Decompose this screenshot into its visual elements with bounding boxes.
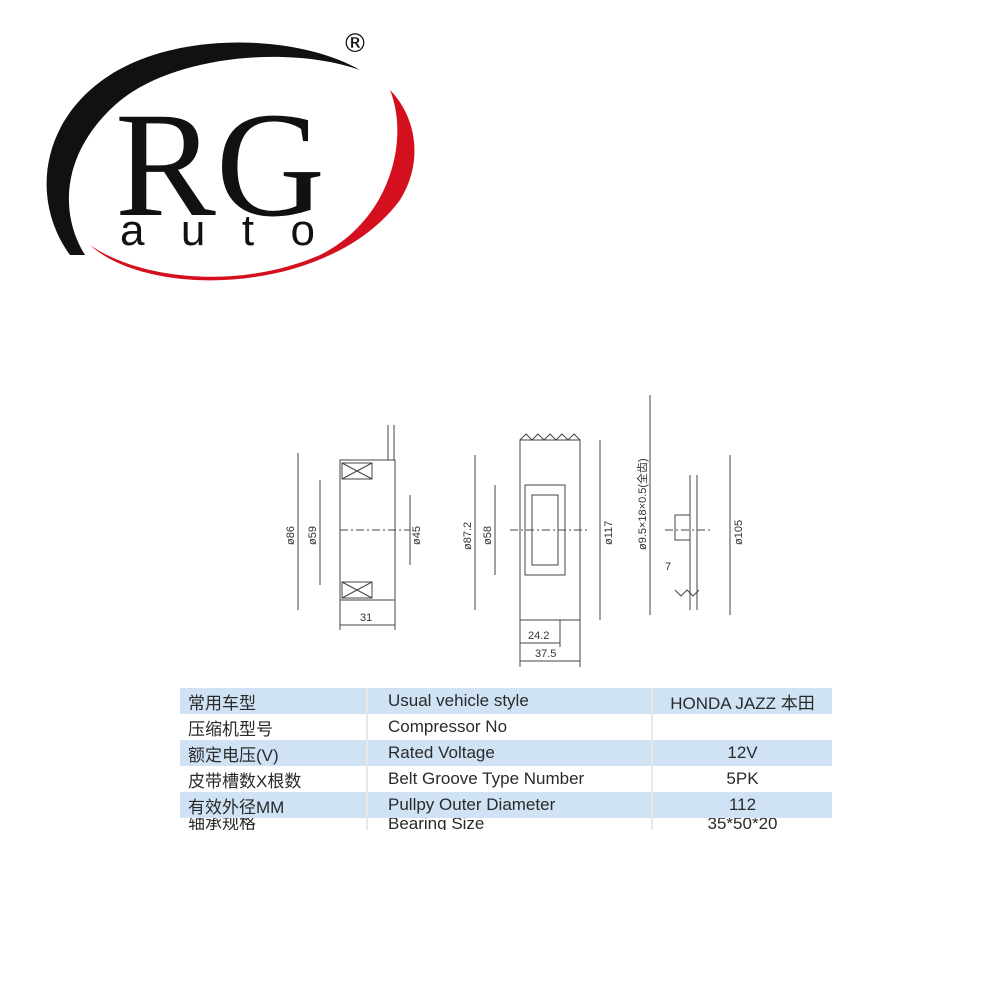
row-label-zh: 轴承规格 [180,818,368,830]
row-label-en: Usual vehicle style [367,688,653,714]
dim-small-7: 7 [665,561,671,573]
dim-d59: ø59 [307,526,319,545]
row-label-zh: 常用车型 [180,688,368,714]
table-row: 有效外径MM Pullpy Outer Diameter 112 [180,792,832,818]
table-row: 皮带槽数X根数 Belt Groove Type Number 5PK [180,766,832,792]
row-label-en: Bearing Size [367,818,653,830]
registered-mark: ® [342,30,368,59]
row-value: 12V [652,740,832,766]
row-value: 5PK [652,766,832,792]
dim-d45: ø45 [411,526,423,545]
row-label-en: Pullpy Outer Diameter [367,792,653,818]
row-label-zh: 皮带槽数X根数 [180,766,368,792]
table-row: 额定电压(V) Rated Voltage 12V [180,740,832,766]
hub-view [649,395,731,615]
dim-d86: ø86 [285,526,297,545]
row-label-en: Rated Voltage [367,740,653,766]
coil-view [297,425,411,630]
spec-table: 常用车型 Usual vehicle style HONDA JAZZ 本田 压… [180,688,832,830]
dim-d117: ø117 [603,521,615,545]
row-label-zh: 额定电压(V) [180,740,368,766]
dim-d58: ø58 [482,526,494,545]
dim-groove: ø9.5×18×0.5(全齿) [635,458,649,550]
dim-d105: ø105 [733,520,745,545]
dim-w24-2: 24.2 [528,630,549,642]
row-label-en: Compressor No [367,714,653,740]
row-label-en: Belt Groove Type Number [367,766,653,792]
table-row: 常用车型 Usual vehicle style HONDA JAZZ 本田 [180,688,832,714]
pulley-view [474,433,601,667]
row-value: 35*50*20 [652,818,832,830]
row-label-zh: 压缩机型号 [180,714,368,740]
logo-rg-text: RG [115,82,325,248]
row-value: HONDA JAZZ 本田 [652,688,832,714]
table-row: 压缩机型号 Compressor No [180,714,832,740]
logo-black-arc [46,42,360,255]
table-row: 轴承规格 Bearing Size 35*50*20 [180,818,832,830]
row-value: 112 [652,792,832,818]
dim-w37-5: 37.5 [535,648,556,660]
row-value [652,714,832,740]
technical-drawing: ø86 ø59 ø45 31 ø87.2 ø58 ø117 24.2 37.5 … [285,395,745,667]
dim-d87-2: ø87.2 [462,522,474,550]
row-label-zh: 有效外径MM [180,792,368,818]
dim-w31: 31 [360,612,372,624]
rg-auto-logo: RG auto ® [46,30,415,281]
